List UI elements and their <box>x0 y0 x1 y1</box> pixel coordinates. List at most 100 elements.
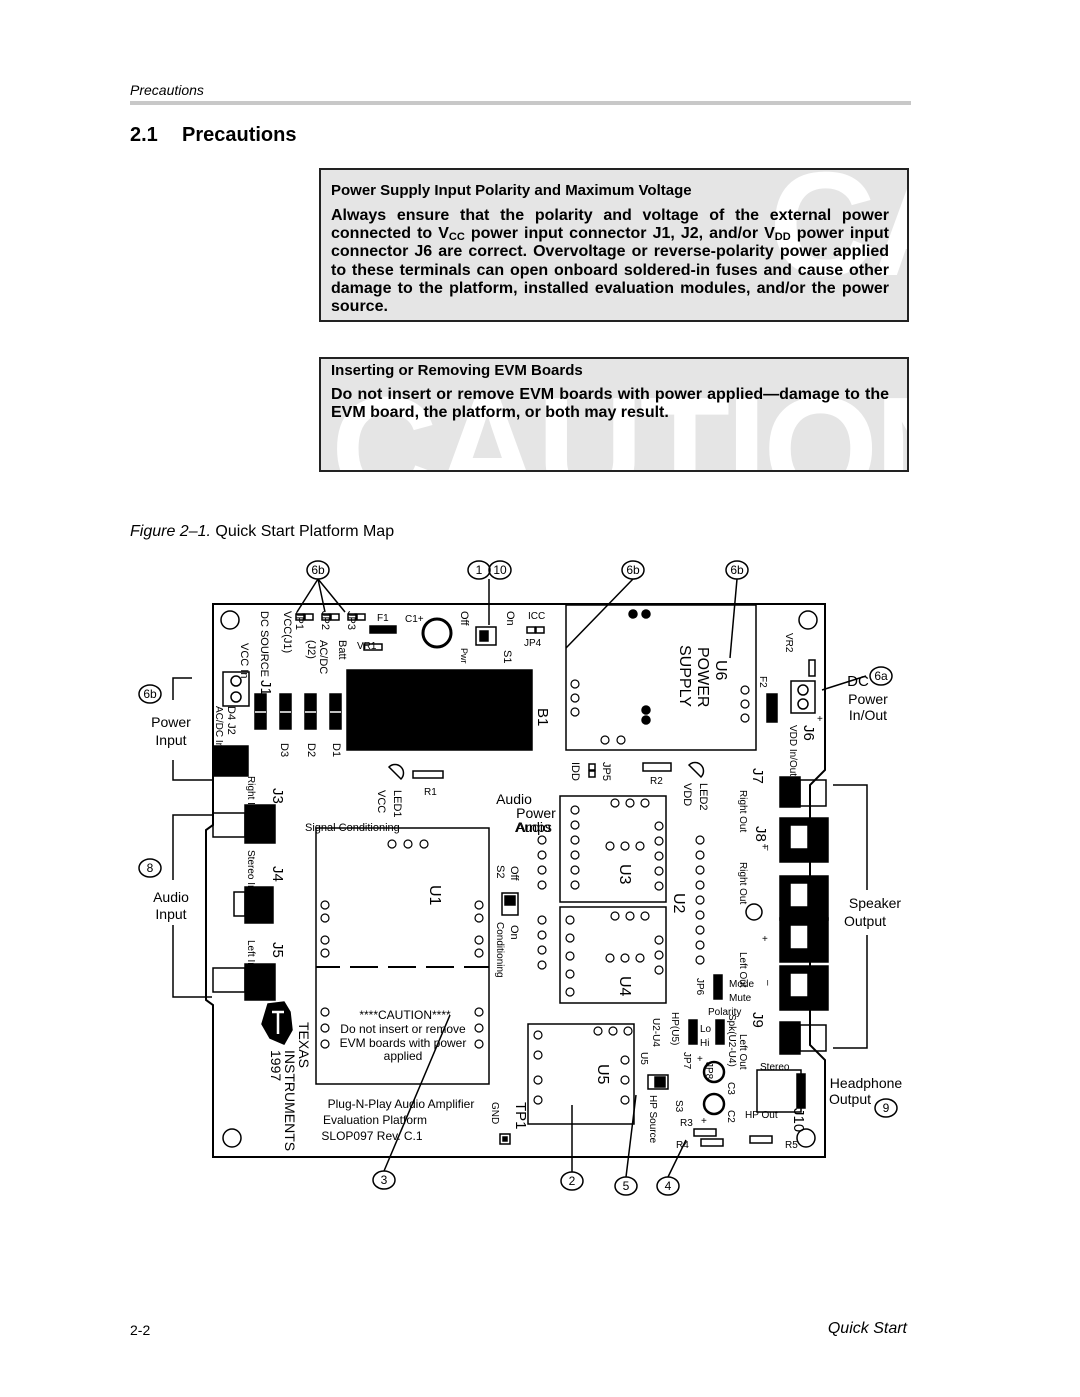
svg-text:HP Source: HP Source <box>647 1095 658 1144</box>
side-label: Output <box>844 913 886 929</box>
svg-text:Evaluation Platform: Evaluation Platform <box>323 1113 427 1127</box>
callout-label: 9 <box>883 1101 890 1115</box>
callout-6b <box>138 684 162 704</box>
svg-text:U2-U4: U2-U4 <box>650 1018 661 1047</box>
svg-text:Off: Off <box>458 611 470 626</box>
svg-text:Right Out: Right Out <box>737 862 748 904</box>
callout-label: 6a <box>874 669 888 683</box>
svg-text:AC/DC In: AC/DC In <box>213 706 224 748</box>
svg-text:U6: U6 <box>712 660 729 681</box>
svg-text:S2: S2 <box>494 865 506 878</box>
svg-text:J10: J10 <box>790 1108 807 1132</box>
callout-6a <box>869 666 893 686</box>
svg-text:R2: R2 <box>650 776 663 787</box>
svg-text:****CAUTION****: ****CAUTION**** <box>359 1008 451 1022</box>
svg-text:J5: J5 <box>269 942 286 958</box>
callout-label: 6b <box>626 563 640 577</box>
side-label: In/Out <box>849 707 887 723</box>
callout-8 <box>138 858 162 878</box>
callout-label: 8 <box>147 861 154 875</box>
callout-label: 1 <box>476 563 483 577</box>
svg-text:+: + <box>817 714 823 725</box>
svg-text:Polarity: Polarity <box>708 1007 741 1018</box>
svg-text:Spk(U2-U4): Spk(U2-U4) <box>726 1014 737 1067</box>
callout-label: 4 <box>665 1179 672 1193</box>
callout-label: 6b <box>143 687 157 701</box>
svg-text:AC/DC: AC/DC <box>317 640 329 674</box>
svg-text:Right Out: Right Out <box>737 790 748 832</box>
svg-text:D1: D1 <box>330 743 342 757</box>
svg-text:R3: R3 <box>680 1118 693 1129</box>
svg-text:On: On <box>504 611 516 626</box>
svg-text:(J2): (J2) <box>305 640 317 659</box>
caution-body: Do not insert or remove EVM boards with … <box>331 386 889 422</box>
svg-text:Signal Conditioning: Signal Conditioning <box>305 822 400 834</box>
svg-text:VCC: VCC <box>375 790 387 813</box>
running-head: Precautions <box>130 82 204 98</box>
svg-text:VDD: VDD <box>681 783 693 806</box>
svg-text:LED1: LED1 <box>391 790 403 818</box>
side-label: Input <box>155 906 186 922</box>
side-label: Power <box>848 691 888 707</box>
svg-text:–: – <box>762 845 773 851</box>
svg-text:LED2: LED2 <box>697 783 709 811</box>
svg-text:J8: J8 <box>752 826 769 842</box>
svg-text:S3: S3 <box>673 1100 684 1113</box>
callout-label: 6b <box>730 563 744 577</box>
svg-text:JP1: JP1 <box>293 611 305 630</box>
caution-box-evm: CAUTION Inserting or Removing EVM Boards… <box>319 357 909 472</box>
footer-section: Quick Start <box>827 1320 907 1337</box>
svg-text:D3: D3 <box>278 743 290 757</box>
svg-text:TP1: TP1 <box>512 1102 529 1130</box>
svg-text:VR2: VR2 <box>783 633 794 653</box>
svg-text:JP5: JP5 <box>600 762 612 781</box>
svg-text:J7: J7 <box>749 768 766 784</box>
svg-text:Mode: Mode <box>729 979 754 990</box>
svg-text:R5: R5 <box>785 1140 798 1151</box>
side-label: Speaker <box>849 895 901 911</box>
svg-text:U5: U5 <box>594 1064 611 1085</box>
svg-text:SUPPLY: SUPPLY <box>676 645 693 707</box>
callout-1 <box>467 560 491 580</box>
audio-input-bracket <box>172 814 212 998</box>
speaker-bracket <box>833 784 868 1049</box>
svg-text:C3: C3 <box>725 1082 736 1095</box>
svg-text:B1: B1 <box>534 708 551 726</box>
svg-text:S1: S1 <box>501 650 513 663</box>
callout-label: 6b <box>311 563 325 577</box>
svg-text:J1: J1 <box>257 680 274 696</box>
caution-watermark: CAUTION <box>769 168 907 307</box>
svg-text:IDD: IDD <box>569 762 581 781</box>
caution-title: Power Supply Input Polarity and Maximum … <box>331 182 692 199</box>
svg-text:C1+: C1+ <box>405 614 424 625</box>
caution-watermark: CAUTION <box>331 367 907 472</box>
svg-text:JP6: JP6 <box>694 978 705 996</box>
svg-text:SLOP097 Rev. C.1: SLOP097 Rev. C.1 <box>321 1129 422 1143</box>
svg-text:F1: F1 <box>377 613 389 624</box>
svg-text:+: + <box>701 1116 707 1127</box>
svg-text:ICC: ICC <box>528 611 545 622</box>
svg-text:Pwr: Pwr <box>459 648 469 664</box>
svg-text:Plug-N-Play Audio Amplifier: Plug-N-Play Audio Amplifier <box>328 1097 475 1111</box>
svg-text:Stereo In: Stereo In <box>245 850 256 891</box>
section-number: 2.1 <box>130 124 158 146</box>
svg-text:+: + <box>697 1054 703 1065</box>
svg-text:Audio: Audio <box>496 791 532 807</box>
side-label: DC <box>847 673 869 690</box>
svg-text:VCC In: VCC In <box>238 643 250 678</box>
svg-text:VCC(J1): VCC(J1) <box>281 611 293 653</box>
callout-label: 3 <box>381 1173 388 1187</box>
svg-text:F2: F2 <box>757 676 768 688</box>
svg-text:Audio: Audio <box>515 819 551 835</box>
header-rule <box>130 101 911 105</box>
svg-text:applied: applied <box>384 1049 423 1063</box>
svg-text:R1: R1 <box>424 787 437 798</box>
svg-text:C2: C2 <box>725 1110 736 1123</box>
side-label: Headphone <box>830 1075 903 1091</box>
svg-text:Hi: Hi <box>700 1038 709 1049</box>
page-number: 2-2 <box>130 1322 151 1338</box>
svg-text:Right In: Right In <box>245 776 256 810</box>
side-label: Power <box>151 714 191 730</box>
